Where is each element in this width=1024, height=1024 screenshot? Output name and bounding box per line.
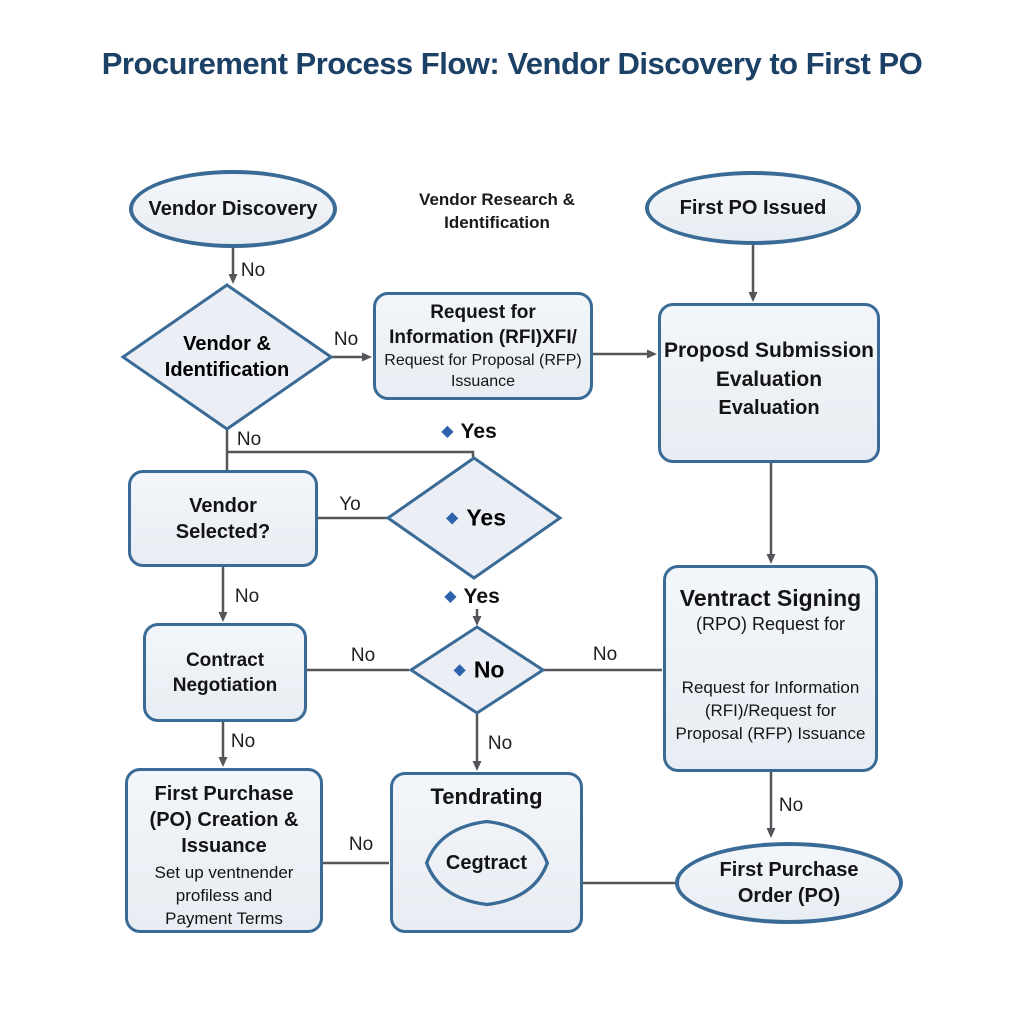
decision-no xyxy=(408,625,546,715)
edge-label-selected-yo: Yo xyxy=(339,494,361,515)
node-yes-decision-label: ◆ Yes xyxy=(446,504,506,531)
node-proposal-submission: Proposd Submission Evaluation Evaluation xyxy=(658,303,880,463)
edge-label-no-to-ventract: No xyxy=(592,644,618,665)
node-label: First PO Issued xyxy=(679,197,827,219)
diamond-bullet-icon: ◆ xyxy=(446,509,459,526)
node-vendor-identification-label: Vendor & Identification xyxy=(164,333,290,381)
note-vendor-research: Vendor Research & Identification xyxy=(419,190,575,232)
edge-label-contract-no-down: No xyxy=(230,731,256,752)
node-vendor-discovery: Vendor Discovery xyxy=(129,170,337,248)
edge-label-no-down: No xyxy=(487,733,513,754)
diamond-bullet-icon: ◆ xyxy=(453,661,466,678)
edge-label-contract-no-right: No xyxy=(350,645,376,666)
edge-branch-to-yes-diamond xyxy=(227,450,475,457)
node-no-decision-label: ◆ No xyxy=(453,656,505,683)
edge-label-identification-no-right: No xyxy=(333,329,359,350)
node-contract-negotiation: Contract Negotiation xyxy=(143,623,307,722)
node-tendrating: Tendrating Cegtract xyxy=(390,772,583,933)
page-title: Procurement Process Flow: Vendor Discove… xyxy=(101,46,923,81)
edge-label-identification-no-down: No xyxy=(236,429,262,450)
node-label: Vendor Discovery xyxy=(148,198,318,220)
node-first-purchase-order: First Purchase Order (PO) xyxy=(675,842,903,924)
node-ventract-signing: Ventract Signing (RPO) Request for Reque… xyxy=(663,565,878,772)
node-first-po-creation: First Purchase (PO) Creation & Issuance … xyxy=(125,768,323,933)
node-first-po-issued: First PO Issued xyxy=(645,171,861,245)
decision-yes xyxy=(385,456,563,580)
diamond-bullet-icon: ◆ xyxy=(441,423,454,440)
edge-label-selected-no-down: No xyxy=(234,586,260,607)
edge-label-discovery-no: No xyxy=(240,260,266,281)
edge-label-ventract-no-down: No xyxy=(778,795,804,816)
node-rfi-issuance: Request for Information (RFI)XFI/ Reques… xyxy=(373,292,593,400)
edge-label-yes-to-no: ◆ Yes xyxy=(444,585,500,608)
diamond-bullet-icon: ◆ xyxy=(444,588,457,605)
edge-label-po-creation-no: No xyxy=(348,834,374,855)
node-vendor-selected: Vendor Selected? xyxy=(128,470,318,567)
tendrating-inner-shape: Cegtract xyxy=(421,815,553,911)
edge-label-branch-yes: ◆ Yes xyxy=(441,420,497,443)
decision-vendor-identification xyxy=(120,283,334,431)
